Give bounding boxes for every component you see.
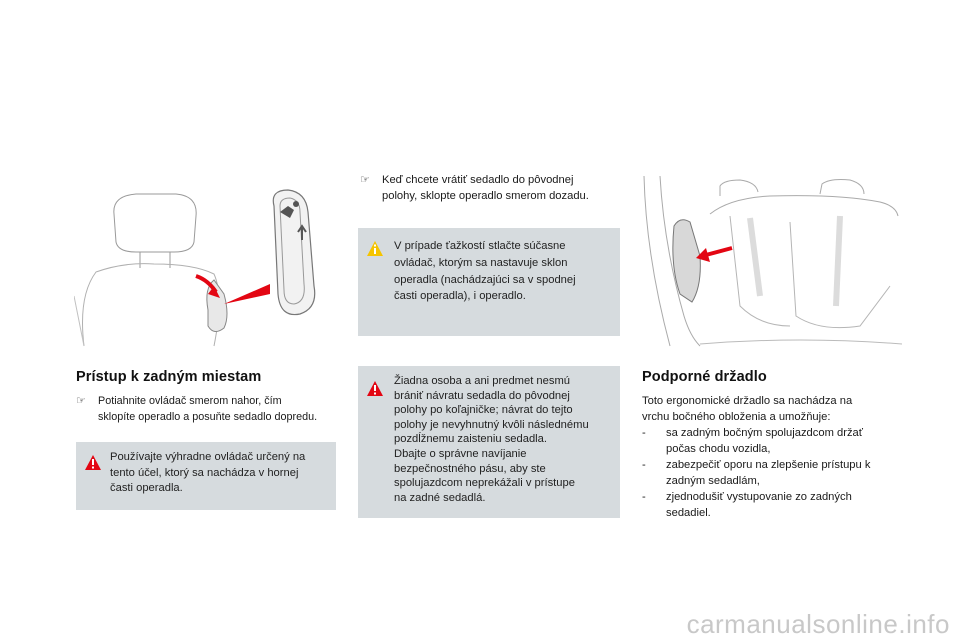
info-box-recline: V prípade ťažkostí stlačte súčasne ovlád… <box>358 228 620 336</box>
instruction-bullet-return: ☞ Keď chcete vrátiť sedadlo do pôvodnej … <box>360 174 589 202</box>
grab-handle-illustration <box>640 175 903 356</box>
watermark: carmanualsonline.info <box>686 609 950 639</box>
warning-box-seat-return: Žiadna osoba a ani predmet nesmú brániť … <box>358 366 620 518</box>
list-item: - zabezpečiť oporu na zlepšenie prístupu… <box>642 459 871 487</box>
warning-box-lever: Používajte výhradne ovládač určený na te… <box>76 442 336 510</box>
seat-lever-illustration <box>73 176 336 356</box>
section-heading-rear-access: Prístup k zadným miestam <box>76 369 262 385</box>
grab-handle-intro: Toto ergonomické držadlo sa nachádza na … <box>642 395 853 423</box>
info-icon <box>367 241 383 256</box>
pointing-hand-icon: ☞ <box>76 395 86 407</box>
section-heading-grab-handle: Podporné držadlo <box>642 369 767 385</box>
warning-icon <box>367 381 383 396</box>
pointing-hand-icon: ☞ <box>360 174 370 186</box>
list-item: - zjednodušiť vystupovanie zo zadných se… <box>642 491 852 519</box>
warning-icon <box>85 455 101 470</box>
instruction-bullet: ☞ Potiahnite ovládač smerom nahor, čím s… <box>76 395 318 423</box>
list-item: - sa zadným bočným spolujazdcom držať po… <box>642 427 863 455</box>
